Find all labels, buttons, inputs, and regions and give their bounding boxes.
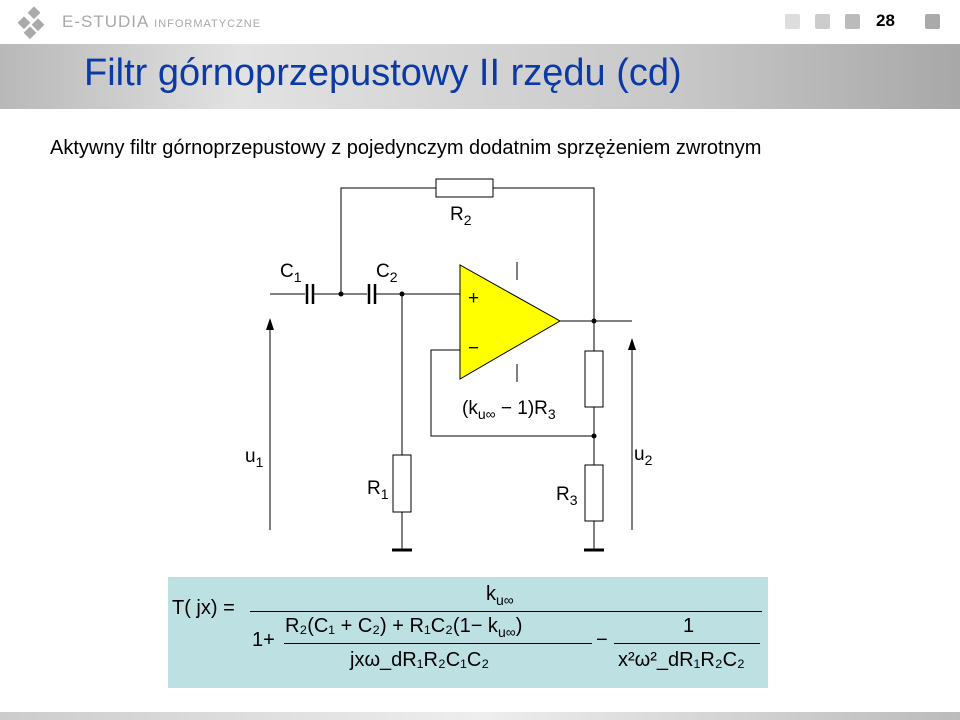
- formula-minus: −: [596, 629, 608, 651]
- resistor-r3-lower: [584, 464, 604, 522]
- formula-lhs: T( jx) =: [172, 597, 235, 619]
- second-denominator: x²ω²_dR₁R₂C₂: [618, 649, 745, 671]
- label-r3-lower: R3: [556, 484, 578, 508]
- logo-icon: [12, 6, 52, 40]
- nav-first-button[interactable]: [785, 14, 800, 29]
- label-r1: R1: [367, 478, 389, 502]
- formula-one-plus: 1+: [252, 629, 275, 651]
- page-number: 28: [876, 11, 895, 30]
- resistor-r2: [435, 178, 494, 198]
- label-r2: R2: [450, 204, 472, 228]
- minus-sign: −: [468, 338, 479, 359]
- label-u1: u1: [245, 446, 264, 470]
- plus-sign: +: [468, 288, 479, 309]
- inner-numerator: R₂(C₁ + C₂) + R₁C₂(1− ku∞): [285, 615, 523, 640]
- transfer-function-formula: T( jx) = ku∞ 1+ R₂(C₁ + C₂) + R₁C₂(1− ku…: [168, 577, 768, 688]
- opamp: [459, 264, 562, 380]
- label-c2: C2: [376, 261, 398, 285]
- inner-denominator: jxω_dR₁R₂C₁C₂: [350, 649, 490, 671]
- nav-prev-button[interactable]: [815, 14, 830, 29]
- circuit-diagram: R2 C1 C2 + − (ku∞ − 1)R3 u1 u2 R1 R3: [245, 178, 653, 552]
- second-fraction-bar: [614, 643, 760, 644]
- formula-numerator: ku∞: [486, 583, 514, 608]
- logo-text: E-STUDIA INFORMATYCZNE: [62, 12, 261, 32]
- resistor-r3-upper: [584, 350, 604, 408]
- nav-next-button[interactable]: [845, 14, 860, 29]
- label-r3-upper: (ku∞ − 1)R3: [462, 398, 556, 422]
- nav-last-button[interactable]: [925, 14, 940, 29]
- second-numerator: 1: [683, 615, 695, 637]
- main-fraction-bar: [250, 611, 762, 612]
- inner-fraction-bar: [284, 643, 592, 644]
- footer-bar: [0, 712, 960, 720]
- resistor-r1: [392, 454, 412, 513]
- label-u2: u2: [634, 444, 653, 468]
- logo-sub: INFORMATYCZNE: [154, 18, 262, 30]
- slide-title: Filtr górnoprzepustowy II rzędu (cd): [84, 52, 682, 94]
- label-c1: C1: [280, 261, 302, 285]
- title-bar: [0, 44, 960, 109]
- slide-subtitle: Aktywny filtr górnoprzepustowy z pojedyn…: [50, 137, 762, 159]
- logo-main: E-STUDIA: [62, 12, 149, 31]
